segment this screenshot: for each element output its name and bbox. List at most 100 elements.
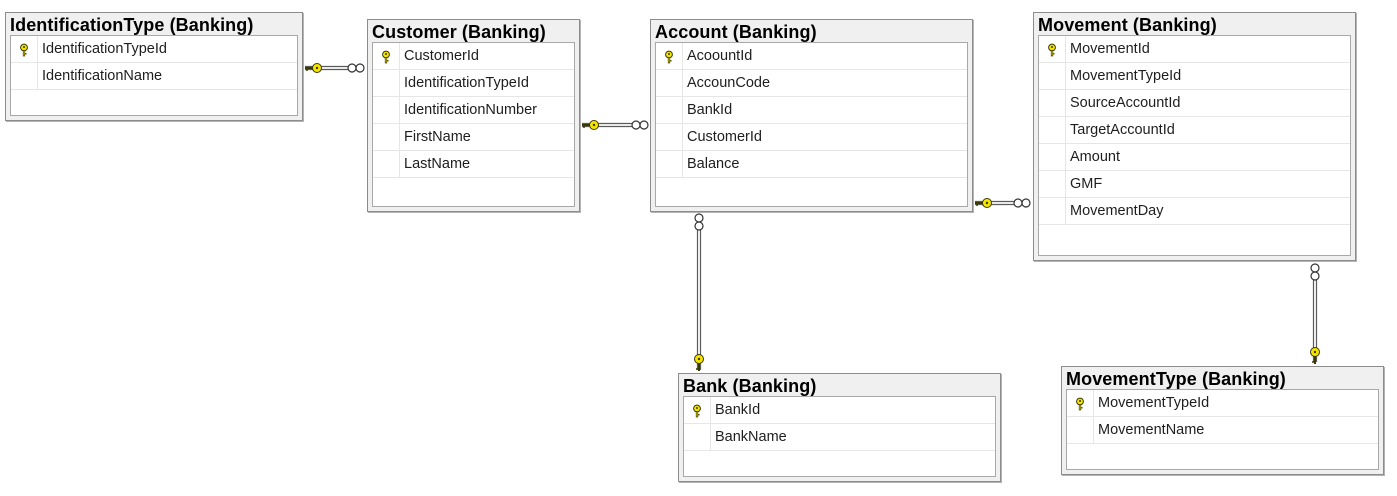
primary-key-icon — [693, 404, 701, 418]
column-row[interactable]: AcoountId — [656, 43, 967, 70]
relationship-many-end-icon — [347, 63, 365, 73]
relationship-key-end-icon — [694, 354, 704, 371]
column-row[interactable]: BankId — [684, 397, 995, 424]
column-row[interactable]: FirstName — [373, 124, 574, 151]
relationship-many-end-icon — [694, 213, 704, 231]
column-row[interactable]: CustomerId — [656, 124, 967, 151]
column-row[interactable]: SourceAccountId — [1039, 90, 1350, 117]
row-selector — [1067, 417, 1094, 443]
column-name: CustomerId — [687, 129, 762, 145]
relationship-key-end-icon — [305, 63, 322, 73]
row-selector — [656, 70, 683, 96]
column-row[interactable]: IdentificationNumber — [373, 97, 574, 124]
primary-key-icon — [1076, 397, 1084, 411]
column-name: IdentificationNumber — [404, 102, 537, 118]
primary-key-icon — [382, 50, 390, 64]
row-selector — [656, 43, 683, 69]
column-row[interactable]: IdentificationTypeId — [373, 70, 574, 97]
column-name: MovementId — [1070, 41, 1150, 57]
relationship-key-end-icon — [1310, 347, 1320, 364]
column-name: Balance — [687, 156, 740, 172]
table-title: Customer (Banking) — [372, 22, 546, 42]
primary-key-icon — [665, 50, 673, 64]
primary-key-icon — [20, 43, 28, 57]
column-name: LastName — [404, 156, 471, 172]
column-row[interactable]: BankId — [656, 97, 967, 124]
column-row[interactable]: CustomerId — [373, 43, 574, 70]
table-title: IdentificationType (Banking) — [10, 15, 254, 35]
column-name: SourceAccountId — [1070, 95, 1181, 111]
column-row[interactable]: Balance — [656, 151, 967, 178]
column-name: MovementTypeId — [1070, 68, 1182, 84]
row-selector — [1039, 90, 1066, 116]
row-selector — [684, 424, 711, 450]
column-row[interactable]: TargetAccountId — [1039, 117, 1350, 144]
table-title: Movement (Banking) — [1038, 15, 1217, 35]
row-selector — [1039, 198, 1066, 224]
column-name: MovementTypeId — [1098, 395, 1210, 411]
row-selector — [656, 97, 683, 123]
column-name: BankId — [687, 102, 733, 118]
column-name: BankId — [715, 402, 761, 418]
column-name: MovementDay — [1070, 203, 1164, 219]
column-row[interactable]: AccounCode — [656, 70, 967, 97]
column-name: TargetAccountId — [1070, 122, 1175, 138]
column-name: IdentificationTypeId — [42, 41, 167, 57]
relationship-key-end-icon — [975, 198, 992, 208]
table-title: Bank (Banking) — [683, 376, 817, 396]
column-name: FirstName — [404, 129, 471, 145]
table-title: Account (Banking) — [655, 22, 817, 42]
column-row[interactable]: MovementId — [1039, 36, 1350, 63]
column-row[interactable]: MovementDay — [1039, 198, 1350, 225]
column-name: IdentificationTypeId — [404, 75, 529, 91]
row-selector — [373, 97, 400, 123]
row-selector — [373, 151, 400, 177]
column-row[interactable]: IdentificationName — [11, 63, 297, 90]
column-row[interactable]: MovementTypeId — [1039, 63, 1350, 90]
row-selector — [1039, 36, 1066, 62]
column-name: IdentificationName — [42, 68, 163, 84]
column-row[interactable]: IdentificationTypeId — [11, 36, 297, 63]
column-row[interactable]: BankName — [684, 424, 995, 451]
primary-key-icon — [1048, 43, 1056, 57]
row-selector — [11, 63, 38, 89]
relationship-many-end-icon — [1013, 198, 1031, 208]
column-name: BankName — [715, 429, 787, 445]
column-row[interactable]: MovementTypeId — [1067, 390, 1378, 417]
column-row[interactable]: MovementName — [1067, 417, 1378, 444]
column-name: CustomerId — [404, 48, 479, 64]
row-selector — [684, 397, 711, 423]
column-name: AcoountId — [687, 48, 753, 64]
column-name: GMF — [1070, 176, 1103, 192]
column-name: Amount — [1070, 149, 1120, 165]
column-row[interactable]: LastName — [373, 151, 574, 178]
row-selector — [373, 70, 400, 96]
table-title: MovementType (Banking) — [1066, 369, 1286, 389]
relationship-many-end-icon — [1310, 263, 1320, 281]
row-selector — [1039, 117, 1066, 143]
row-selector — [656, 124, 683, 150]
column-row[interactable]: GMF — [1039, 171, 1350, 198]
row-selector — [1067, 390, 1094, 416]
row-selector — [373, 43, 400, 69]
column-row[interactable]: Amount — [1039, 144, 1350, 171]
row-selector — [1039, 144, 1066, 170]
row-selector — [11, 36, 38, 62]
column-name: MovementName — [1098, 422, 1205, 438]
relationship-many-end-icon — [631, 120, 649, 130]
table-identificationtype[interactable]: IdentificationType (Banking) Identificat… — [5, 12, 303, 121]
row-selector — [1039, 171, 1066, 197]
column-name: AccounCode — [687, 75, 771, 91]
